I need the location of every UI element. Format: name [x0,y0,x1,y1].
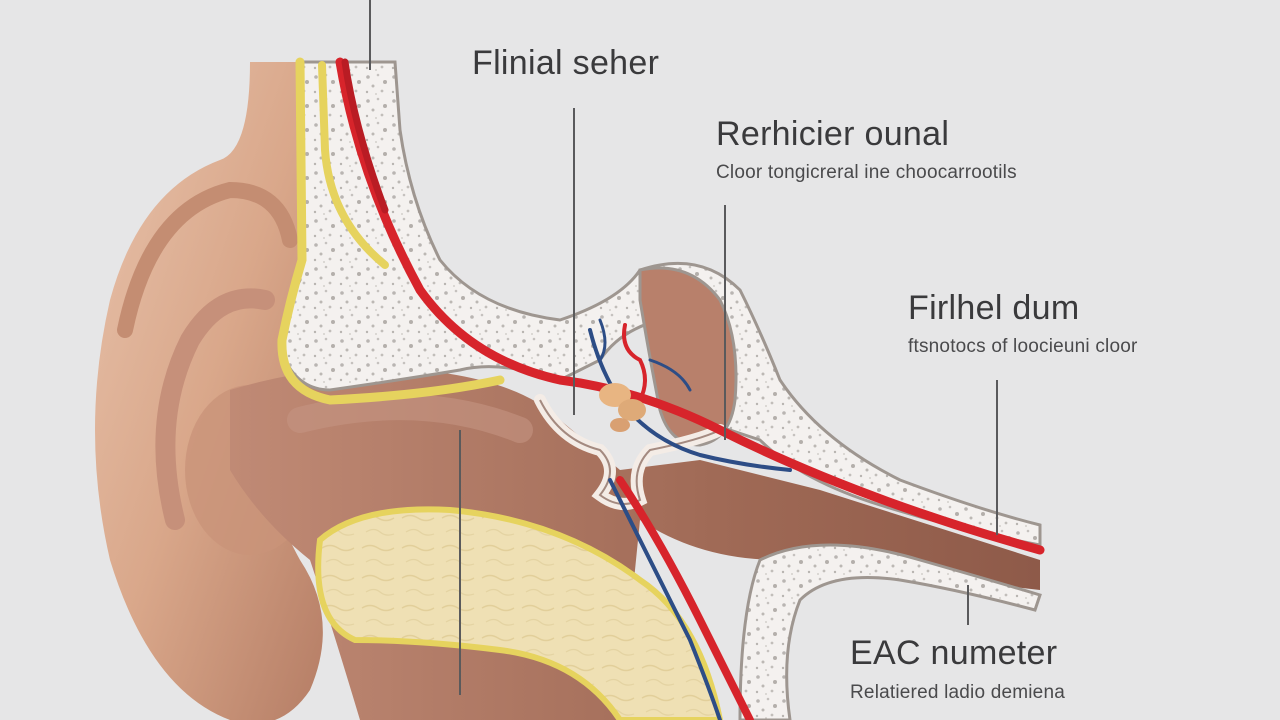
cartilage-rim-inner [318,61,389,269]
canal-vessel-red [341,58,389,214]
antihelix-fold [155,288,275,530]
artery-main [335,57,1045,555]
label-sub-4: Relatiered ladio demiena [850,682,1065,703]
ossicle-malleus [599,383,631,407]
label-title-3: Firlhel dum [908,289,1080,327]
artery-lower [616,476,754,720]
auricle-outer-ear [95,62,323,720]
vein-branch [598,318,607,362]
vein-branch-2 [648,358,692,392]
vein-lower [608,478,722,720]
helix-fold [117,181,298,338]
eardrum-fold-outline [539,399,721,505]
cartilage-rim-upper [277,57,505,405]
label-title-2: Rerhicier ounal [716,115,950,153]
vein-main [588,328,792,472]
ossicle-incus [618,399,646,421]
artery-branch [622,323,647,402]
label-title-1: Flinial seher [472,44,660,82]
ear-canal-highlight [287,394,533,443]
ossicle-stapes [610,418,630,432]
label-sub-3: ftsnotocs of loocieuni cloor [908,336,1138,357]
label-title-4: EAC numeter [850,634,1058,672]
label-sub-2: Cloor tongicreral ine choocarrootils [716,162,1017,183]
